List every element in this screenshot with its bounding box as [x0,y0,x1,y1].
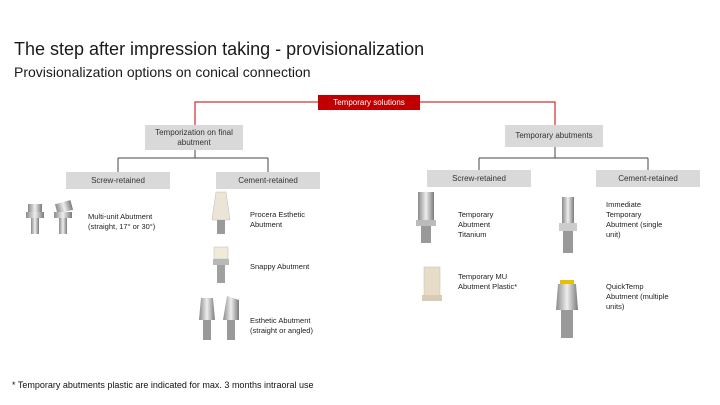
connector-right-split [478,147,649,170]
multiunit-abutment-image [26,200,74,234]
footnote: * Temporary abutments plastic are indica… [12,380,314,390]
left-branch-node: Temporization on final abutment [145,125,243,150]
root-node: Temporary solutions [318,95,420,110]
quicktemp-label: QuickTemp Abutment (multiple units) [606,282,669,311]
multiunit-label: Multi-unit Abutment (straight, 17° or 30… [88,212,156,231]
connector-root-left [194,101,318,125]
esthetic-abutment-image [199,296,239,340]
temp-mu-plastic-label: Temporary MU Abutment Plastic* [458,272,518,291]
temp-mu-plastic-image [422,266,442,301]
connector-root-right [420,101,556,125]
procera-abutment-image [211,191,231,234]
immediate-label: Immediate Temporary Abutment (single uni… [606,200,663,239]
esthetic-label: Esthetic Abutment (straight or angled) [250,316,313,335]
temp-titanium-label: Temporary Abutment Titanium [458,210,494,239]
immediate-abutment-image [559,197,577,253]
quicktemp-abutment-image [556,280,578,338]
connector-left-split [117,150,269,172]
right-cement-node: Cement-retained [596,170,700,187]
procera-label: Procera Esthetic Abutment [250,210,306,229]
right-branch-node: Temporary abutments [505,125,603,147]
snappy-abutment-image [213,246,229,283]
left-cement-node: Cement-retained [216,172,320,189]
right-screw-node: Screw-retained [427,170,531,187]
snappy-label: Snappy Abutment [250,262,310,271]
page-subtitle: Provisionalization options on conical co… [14,64,311,80]
left-screw-node: Screw-retained [66,172,170,189]
page-title: The step after impression taking - provi… [14,39,425,59]
temp-titanium-image [416,192,436,243]
